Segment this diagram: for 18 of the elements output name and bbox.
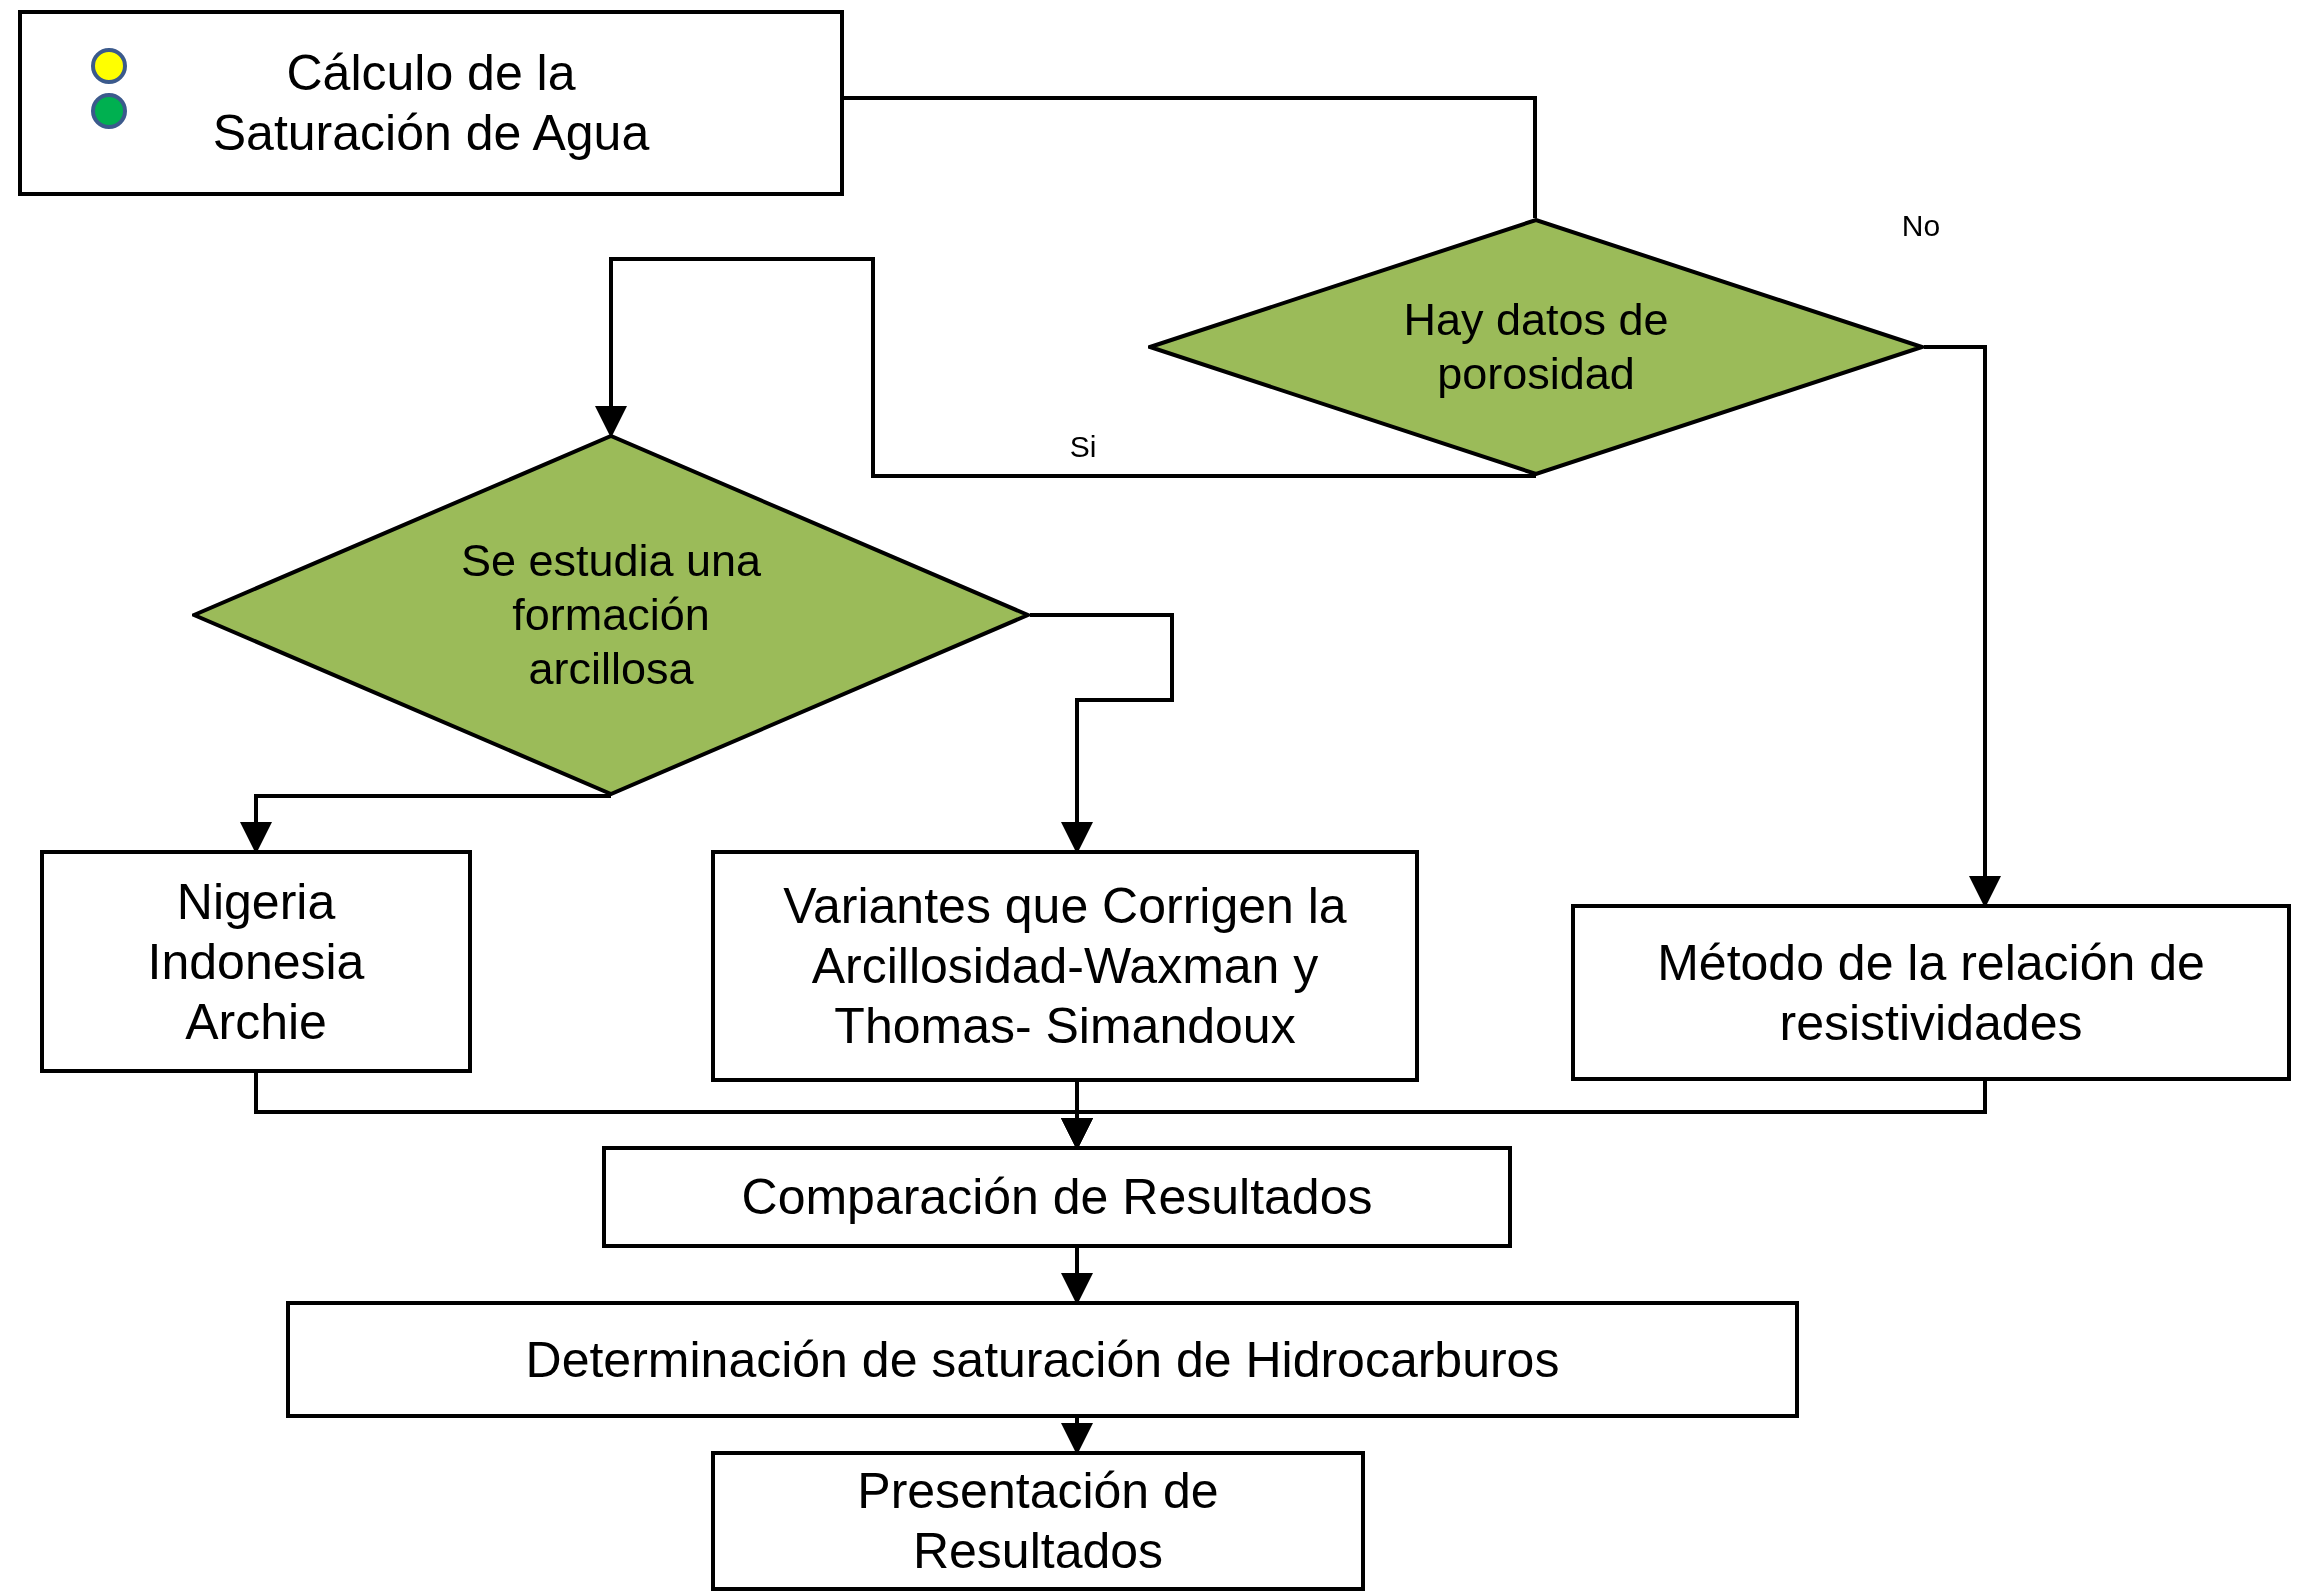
process-box: [40, 850, 472, 1073]
box-text: Nigeria Indonesia Archie: [146, 872, 366, 1052]
process-box: [711, 850, 1419, 1082]
decision-text: Hay datos de porosidad: [1402, 293, 1670, 401]
connector-line: [844, 96, 1537, 218]
process-box: [286, 1301, 1799, 1418]
box-text: Comparación de Resultados: [741, 1168, 1373, 1227]
box-text: Método de la relación de resistividades: [1656, 933, 2206, 1053]
box-text: Determinación de saturación de Hidrocarburos: [525, 1330, 1560, 1390]
decision-text: Se estudia una formación arcillosa: [459, 534, 763, 696]
process-box: [18, 10, 844, 196]
box-text: Variantes que Corrigen la Arcillosidad-Waxman y Thomas- Simandoux: [782, 877, 1348, 1056]
box-text: Presentación de Resultados: [856, 1462, 1220, 1581]
process-box: [602, 1146, 1512, 1248]
process-box: [1571, 904, 2291, 1081]
process-box: [711, 1451, 1365, 1591]
box-text: Cálculo de la Saturación de Agua: [211, 44, 651, 163]
arrow: [595, 257, 1538, 478]
